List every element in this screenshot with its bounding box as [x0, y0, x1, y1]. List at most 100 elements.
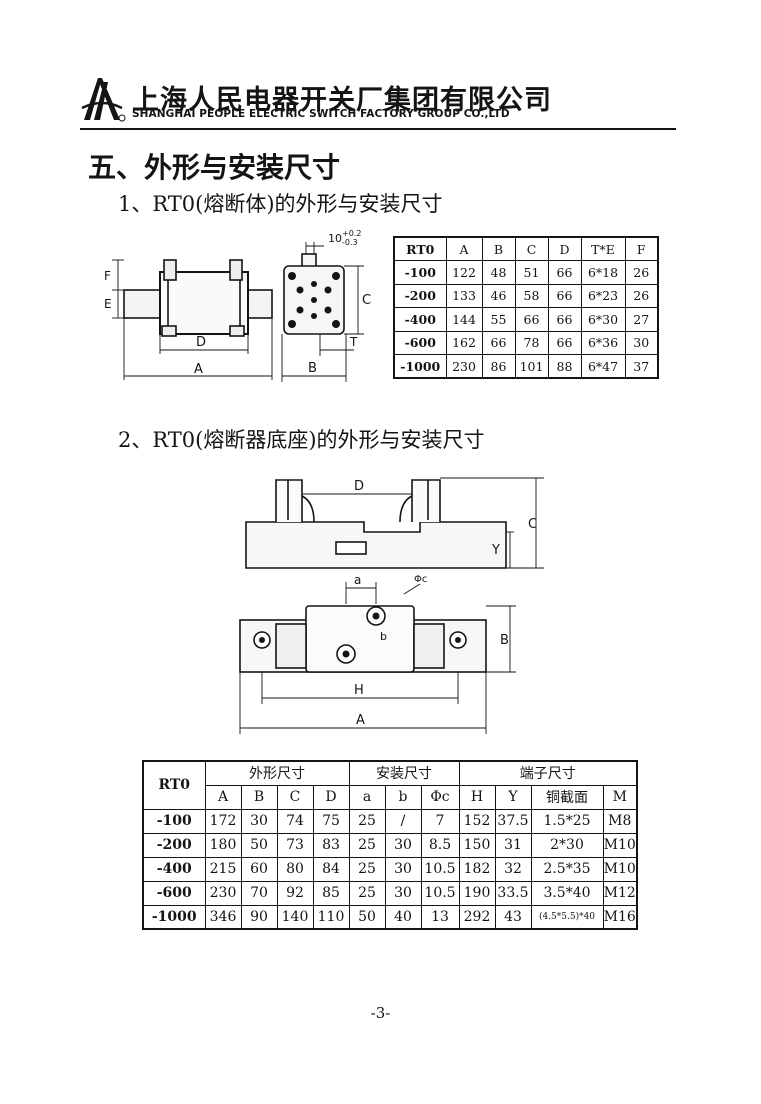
table-row: -400 144 55 66 66 6*30 27	[393, 307, 659, 332]
table-cell: 2*30	[530, 832, 604, 858]
table-cell: 80	[276, 856, 314, 882]
table-header-cell: T*E	[580, 236, 626, 261]
table-header-cell: A	[204, 784, 242, 810]
table-cell: 55	[481, 307, 516, 332]
table-cell: 66	[547, 330, 582, 355]
table-cell: 50	[240, 832, 278, 858]
table-row: -400 215 60 80 84 25 30 10.5 182 32 2.5*…	[142, 856, 638, 882]
table-cell: 30	[384, 856, 422, 882]
table-header-cell: C	[514, 236, 549, 261]
table-cell: 1.5*25	[530, 808, 604, 834]
table-row: -1000 346 90 140 110 50 40 13 292 43 (4.…	[142, 904, 638, 930]
company-logo-icon	[81, 78, 126, 122]
table-cell: 25	[348, 808, 386, 834]
table-cell: 32	[494, 856, 532, 882]
table-cell: M8	[602, 808, 638, 834]
base-dim-h-label: H	[354, 683, 364, 698]
table-cell: 182	[458, 856, 496, 882]
table-cell: 66	[547, 307, 582, 332]
table-header-row: RT0 A B C D T*E F	[393, 236, 659, 261]
table-cell: 75	[312, 808, 350, 834]
table-cell: 25	[348, 856, 386, 882]
table-cell: 46	[481, 283, 516, 308]
table-header-cell: D	[312, 784, 350, 810]
table-cell: 31	[494, 832, 532, 858]
dim-t-label: T	[349, 335, 358, 349]
table-cell: -200	[142, 832, 206, 858]
dim-a-label: A	[194, 362, 203, 377]
table-cell: 73	[276, 832, 314, 858]
base-dim-phic-label: Φc	[414, 574, 427, 585]
table-cell: 92	[276, 880, 314, 906]
table-cell: 78	[514, 330, 549, 355]
table-cell: 30	[384, 880, 422, 906]
table-header-cell: RT0	[393, 236, 447, 261]
table-cell: 6*18	[580, 260, 626, 285]
table-group-header: 安装尺寸	[348, 760, 460, 786]
table-cell: -100	[393, 260, 447, 285]
dim-b-label: B	[308, 361, 317, 376]
fuse-link-dimension-table: RT0 A B C D T*E F -100 122 48 51 66 6*18…	[393, 236, 659, 379]
table-cell: 25	[348, 832, 386, 858]
table-group-header-row: RT0 外形尺寸 安装尺寸 端子尺寸	[142, 760, 638, 810]
base-dim-y-label: Y	[491, 543, 500, 558]
table-row: -1000 230 86 101 88 6*47 37	[393, 354, 659, 379]
table-cell: 90	[240, 904, 278, 930]
table-row: -200 133 46 58 66 6*23 26	[393, 283, 659, 308]
table-cell: 30	[240, 808, 278, 834]
table-cell: M16	[602, 904, 638, 930]
table-header-cell: C	[276, 784, 314, 810]
table-cell: 215	[204, 856, 242, 882]
table-cell: 6*47	[580, 354, 626, 379]
table-cell: 26	[624, 283, 659, 308]
table-cell: 140	[276, 904, 314, 930]
table-cell: 292	[458, 904, 496, 930]
table-cell: 230	[204, 880, 242, 906]
table-cell: 37	[624, 354, 659, 379]
table-cell: -600	[142, 880, 206, 906]
table-cell: 172	[204, 808, 242, 834]
table-cell: 26	[624, 260, 659, 285]
table-cell: 2.5*35	[530, 856, 604, 882]
company-name-en: SHANGHAI PEOPLE ELECTRIC SWITCH FACTORY …	[132, 108, 510, 120]
table-header-cell: H	[458, 784, 496, 810]
table-cell: -1000	[142, 904, 206, 930]
table-header-cell: B	[240, 784, 278, 810]
table-cell: 101	[514, 354, 549, 379]
table-cell: 150	[458, 832, 496, 858]
table-cell: 27	[624, 307, 659, 332]
table-cell: 74	[276, 808, 314, 834]
table-header-cell: b	[384, 784, 422, 810]
table-cell: 84	[312, 856, 350, 882]
table-cell: M10	[602, 832, 638, 858]
tolerance-base: 10	[328, 232, 342, 245]
base-dim-c-label: C	[528, 517, 537, 532]
table-header-cell: A	[445, 236, 483, 261]
table-header-row: A B C D a b Φc H Y 铜截面 M	[143, 784, 638, 810]
table-cell: 346	[204, 904, 242, 930]
table-cell: 43	[494, 904, 532, 930]
table-header-cell: Φc	[420, 784, 460, 810]
table-cell: 30	[624, 330, 659, 355]
table-cell: 3.5*40	[530, 880, 604, 906]
fuse-link-end-drawing: 10 +0.2 -0.3 C T B	[281, 229, 371, 382]
base-dim-b-small-label: b	[380, 630, 387, 643]
table-row: -200 180 50 73 83 25 30 8.5 150 31 2*30 …	[142, 832, 638, 858]
tolerance-lower: -0.3	[342, 238, 358, 247]
tolerance-upper: +0.2	[342, 229, 361, 238]
fuse-base-top-drawing: a Φc b B H A	[239, 573, 516, 734]
table-cell: 70	[240, 880, 278, 906]
dim-f-label: F	[104, 269, 111, 283]
table-cell: 86	[481, 354, 516, 379]
table-cell: 110	[312, 904, 350, 930]
table-cell: 66	[514, 307, 549, 332]
table-cell: 66	[481, 330, 516, 355]
table-cell: 25	[348, 880, 386, 906]
dim-d-label: D	[196, 335, 206, 350]
table-cell: 66	[547, 260, 582, 285]
base-dim-a-small-label: a	[354, 573, 361, 587]
table-cell: 8.5	[420, 832, 460, 858]
table-cell: -600	[393, 330, 447, 355]
table-cell: 133	[445, 283, 483, 308]
table-header-cell: RT0	[142, 760, 206, 810]
